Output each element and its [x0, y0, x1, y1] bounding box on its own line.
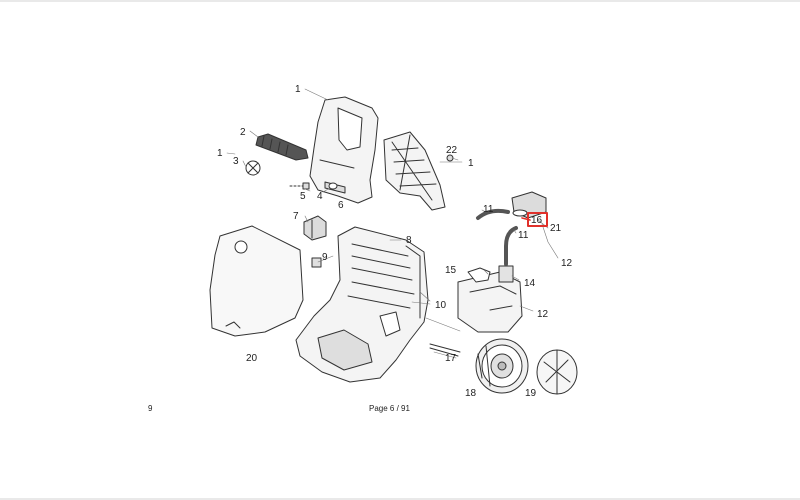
part-connector: [511, 191, 547, 219]
callout-18: 18: [465, 388, 477, 399]
part-pipe: [504, 226, 518, 266]
callout-16: 16: [531, 215, 543, 226]
callout-12-lower: 12: [537, 309, 549, 320]
part-axle: [429, 343, 461, 357]
callout-14: 14: [524, 278, 536, 289]
callout-17: 17: [445, 353, 457, 364]
callout-3: 3: [233, 156, 239, 167]
part-handle: [309, 96, 379, 204]
top-edge: [0, 0, 800, 2]
callout-5: 5: [300, 191, 306, 202]
callout-11-hose: 11: [483, 204, 494, 215]
page-indicator: Page 6 / 91: [369, 404, 410, 413]
part-plug: [311, 257, 322, 268]
callout-7: 7: [293, 211, 299, 222]
callout-1-frame: 1: [468, 158, 474, 169]
callout-1-handle: 1: [295, 84, 301, 95]
part-wheel: [475, 338, 529, 394]
callout-8: 8: [406, 235, 412, 246]
callout-2: 2: [240, 127, 246, 138]
callout-11-pipe: 11: [518, 230, 529, 241]
callout-16-highlight: [521, 212, 548, 227]
part-bracket-frame: [383, 131, 446, 211]
part-clip: [303, 215, 327, 241]
leader-lines: [226, 88, 559, 359]
callout-1-knob: 1: [217, 148, 223, 159]
part-front-cover: [209, 225, 304, 337]
part-knob: [245, 160, 261, 176]
callout-20: 20: [246, 353, 258, 364]
part-fittings: [289, 182, 338, 190]
part-small-bracket: [467, 267, 491, 283]
callout-10: 10: [435, 300, 447, 311]
part-hubcap: [536, 349, 578, 395]
callout-22: 22: [446, 145, 458, 156]
part-grip: [255, 133, 309, 161]
callout-9: 9: [322, 252, 328, 263]
footer-number: 9: [148, 404, 153, 413]
part-main-housing: [295, 226, 429, 383]
part-hose-top: [476, 208, 510, 220]
callout-4: 4: [317, 191, 323, 202]
part-screw: [446, 154, 454, 162]
callout-6: 6: [338, 200, 344, 211]
callout-15: 15: [445, 265, 457, 276]
callout-21: 21: [550, 223, 562, 234]
callout-12-upper: 12: [561, 258, 573, 269]
callout-19: 19: [525, 388, 537, 399]
bottom-edge: [0, 498, 800, 500]
